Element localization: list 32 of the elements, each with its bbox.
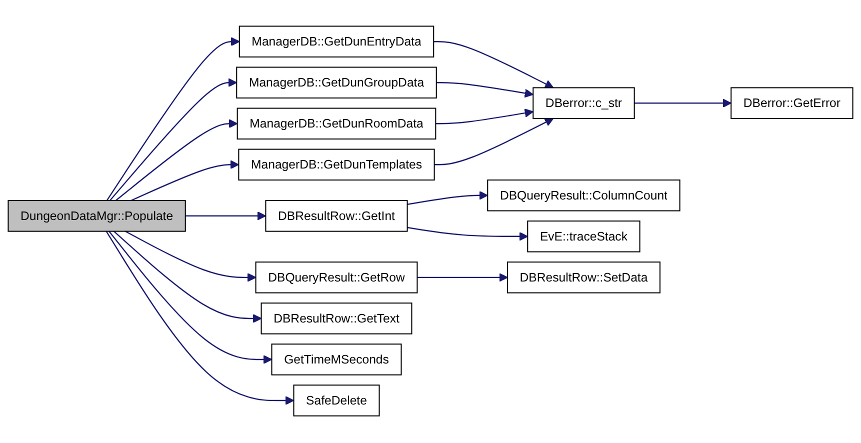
arrow bbox=[436, 82, 534, 98]
node-box: ManagerDB::GetDunEntryData bbox=[238, 26, 434, 58]
node-box: DBResultRow::GetInt bbox=[265, 200, 408, 232]
node-box: SafeDelete bbox=[293, 385, 380, 417]
arrow bbox=[110, 78, 238, 202]
node-box: DBResultRow::SetData bbox=[506, 262, 660, 294]
node-box: EvE::traceStack bbox=[527, 220, 640, 253]
arrow bbox=[434, 118, 554, 166]
arrow bbox=[130, 160, 240, 202]
arrow bbox=[114, 231, 262, 324]
arrow bbox=[407, 191, 488, 206]
node-box: DBQueryResult::GetRow bbox=[255, 262, 418, 294]
arrow bbox=[125, 231, 256, 282]
arrow bbox=[407, 227, 528, 242]
node-box: DungeonDataMgr::Populate bbox=[8, 200, 186, 232]
arrow bbox=[115, 120, 238, 202]
node-box: ManagerDB::GetDunGroupData bbox=[236, 67, 437, 99]
arrow bbox=[108, 231, 272, 364]
node-box: ManagerDB::GetDunTemplates bbox=[238, 149, 435, 181]
arrow bbox=[634, 99, 732, 108]
node-box: GetTimeMSeconds bbox=[271, 344, 402, 376]
node-box: DBerror::GetError bbox=[730, 88, 854, 120]
arrow bbox=[417, 273, 508, 282]
arrow bbox=[106, 38, 240, 202]
node-box: ManagerDB::GetDunRoomData bbox=[236, 108, 436, 140]
arrow bbox=[106, 231, 294, 406]
node-box: DBResultRow::GetText bbox=[260, 303, 412, 335]
arrow bbox=[436, 109, 534, 125]
node-box: DBQueryResult::ColumnCount bbox=[487, 180, 680, 212]
node-box: DBerror::c_str bbox=[532, 88, 635, 120]
arrow bbox=[185, 212, 266, 221]
arrow bbox=[434, 41, 554, 89]
